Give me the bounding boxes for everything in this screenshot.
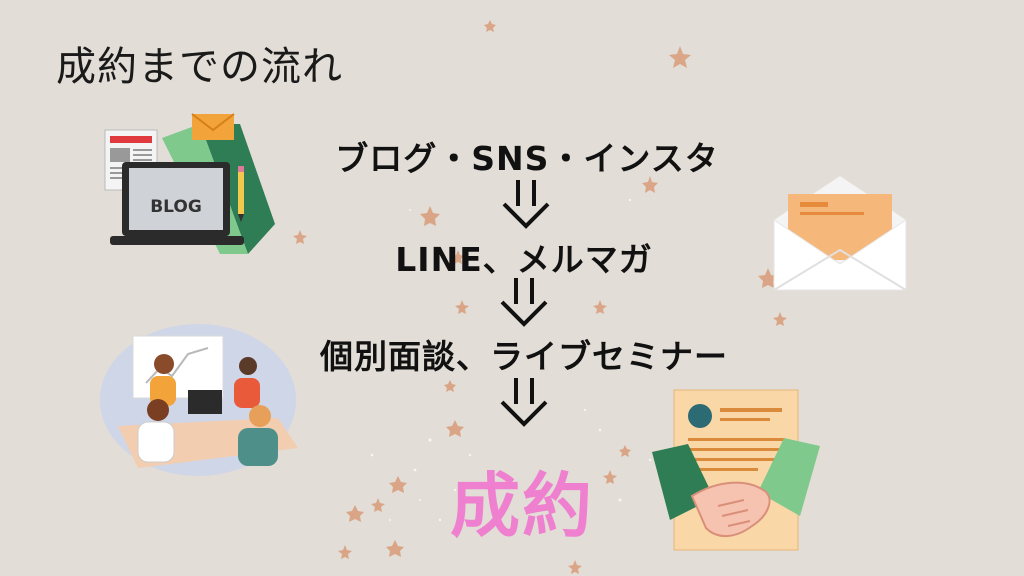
step-blog-sns: ブログ・SNS・インスタ: [335, 139, 719, 178]
laptop-blog-icon: BLOG: [104, 113, 275, 254]
double-down-arrow-icon: [500, 278, 548, 327]
step-interview-seminar: 個別面談、ライブセミナー: [320, 337, 728, 376]
step-line-mailmag: LINE、メルマガ: [395, 240, 653, 279]
double-down-arrow-icon: [502, 180, 550, 229]
final-contract-label: 成約: [450, 465, 594, 547]
contract-handshake-icon: [652, 389, 820, 551]
page-title: 成約までの流れ: [56, 44, 343, 90]
meeting-people-icon: [100, 324, 298, 476]
open-envelope-icon: [773, 176, 907, 291]
double-down-arrow-icon: [500, 378, 548, 427]
blog-label: BLOG: [150, 197, 202, 217]
